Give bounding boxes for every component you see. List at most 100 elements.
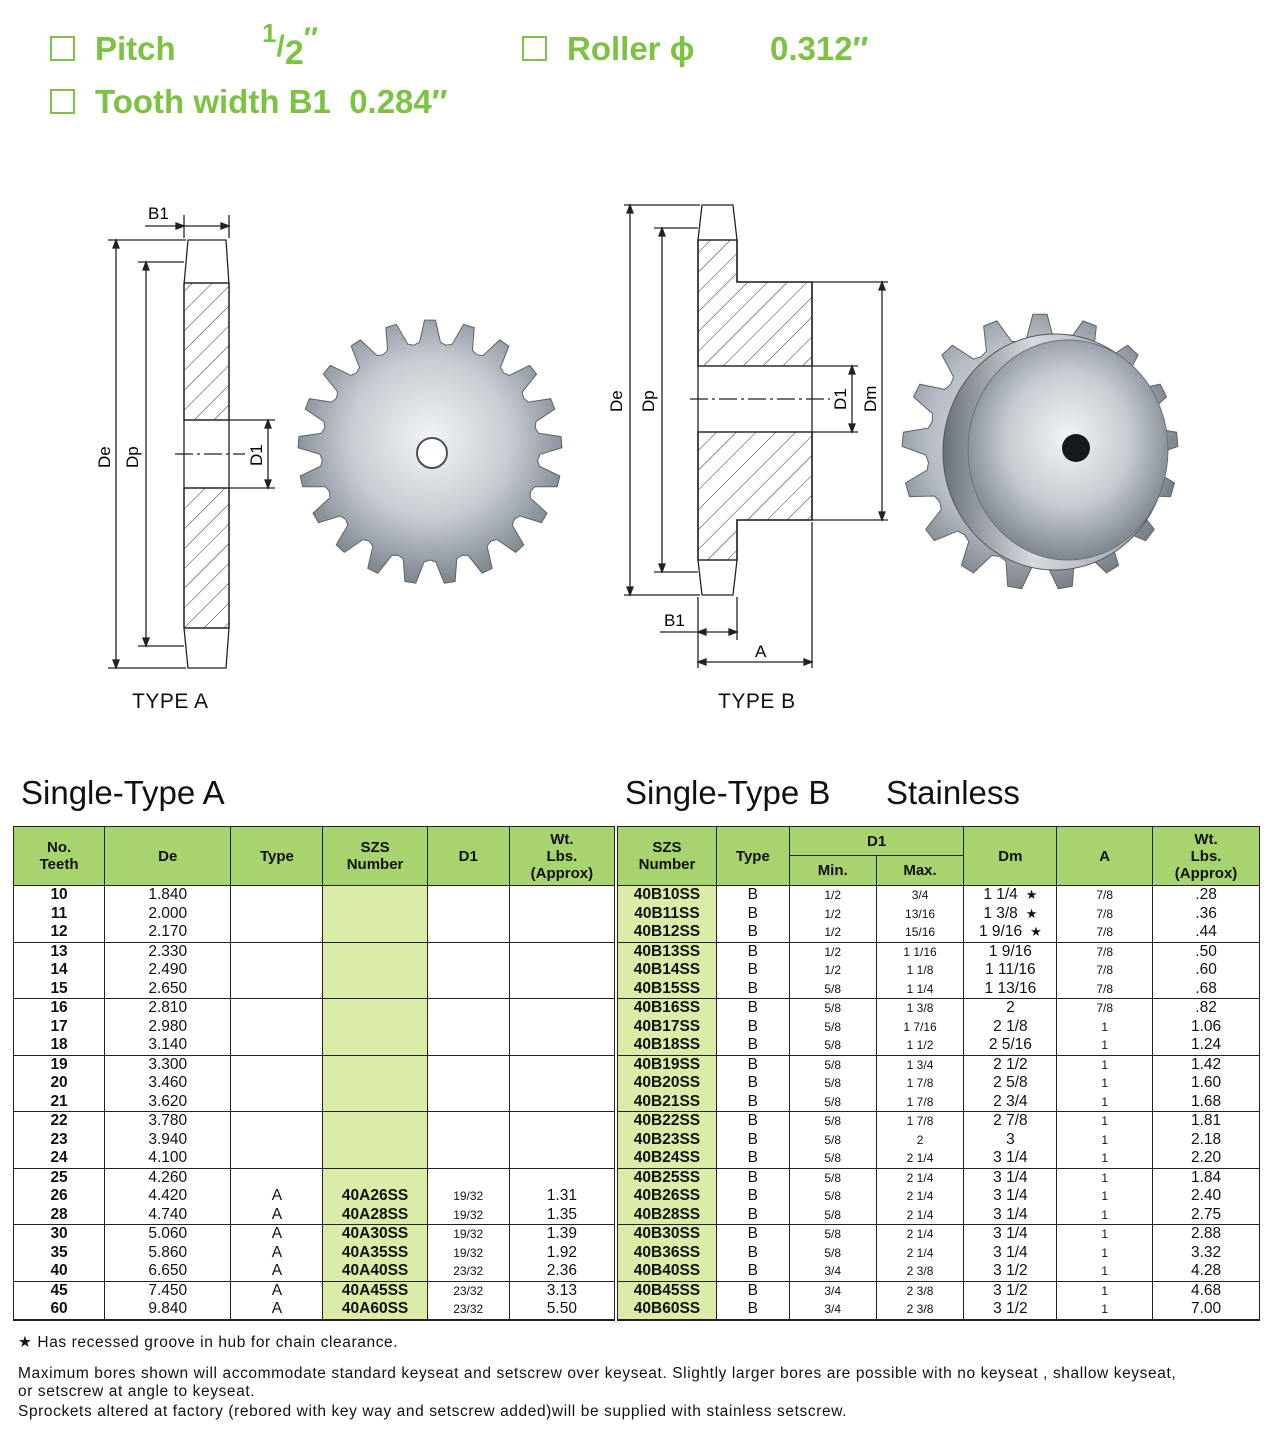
cell-type: A [230, 1224, 324, 1244]
cell-weight [508, 998, 616, 1018]
cell-a: 1 [1056, 1280, 1154, 1300]
cell-d1-min: 5/8 [788, 979, 877, 999]
cell-teeth: 18 [12, 1036, 106, 1055]
tooth-width-label: Tooth width B1 [95, 83, 331, 120]
cell-szs-number: 40B12SS [617, 923, 717, 942]
cell-dm: 3 1/4 [963, 1243, 1058, 1262]
footnote-star: ★ Has recessed groove in hub for chain c… [18, 1334, 399, 1351]
cell-d1 [426, 1111, 510, 1131]
cell-d1-min: 5/8 [788, 1111, 877, 1131]
label-de-b: De [607, 390, 626, 412]
cell-dm: 2 3/4 [963, 1092, 1058, 1112]
cell-d1-min: 3/4 [788, 1280, 877, 1300]
cell-weight [508, 961, 616, 980]
label-d1-a: D1 [247, 444, 266, 466]
cell-d1 [426, 1017, 510, 1036]
cell-a: 1 [1056, 1262, 1154, 1281]
cell-dm: 2 1/8 [963, 1017, 1058, 1036]
cell-d1-max: 2 1/4 [875, 1167, 965, 1187]
cell-teeth: 10 [12, 885, 106, 905]
cell-szs-number [322, 1054, 428, 1074]
cell-d1: 19/32 [426, 1187, 510, 1206]
cell-type [230, 923, 324, 942]
cell-teeth: 26 [12, 1187, 106, 1206]
cell-teeth: 24 [12, 1149, 106, 1168]
cell-weight: 1.84 [1152, 1167, 1260, 1187]
header-weight: Wt.Lbs.(Approx) [508, 826, 616, 886]
cell-weight: .68 [1152, 979, 1260, 999]
cell-teeth: 45 [12, 1280, 106, 1300]
cell-szs-number [322, 979, 428, 999]
cell-dm: 2 7/8 [963, 1111, 1058, 1131]
cell-d1-max: 1 1/2 [875, 1036, 965, 1055]
cell-d1-min: 1/2 [788, 885, 877, 905]
checkbox-icon [522, 36, 547, 62]
cell-weight: 1.42 [1152, 1054, 1260, 1074]
cell-type: B [715, 998, 790, 1018]
cell-d1-max: 1 7/8 [875, 1092, 965, 1112]
cell-weight: 2.88 [1152, 1224, 1260, 1244]
cell-d1-min: 5/8 [788, 1074, 877, 1093]
cell-dm-value: 3 1/4 [993, 1205, 1028, 1223]
cell-teeth: 11 [12, 904, 106, 923]
cell-szs-number: 40A40SS [322, 1262, 428, 1281]
cell-weight: 2.18 [1152, 1130, 1260, 1149]
cell-type: B [715, 1187, 790, 1206]
cell-szs-number: 40B23SS [617, 1130, 717, 1149]
cell-d1: 19/32 [426, 1205, 510, 1225]
cell-d1-max: 2 1/4 [875, 1205, 965, 1225]
cell-a: 7/8 [1056, 941, 1154, 961]
cell-d1-min: 5/8 [788, 1092, 877, 1112]
cell-d1-max: 1 7/16 [875, 1017, 965, 1036]
cell-d1-max: 2 3/8 [875, 1300, 965, 1321]
cell-weight [508, 1017, 616, 1036]
cell-teeth: 28 [12, 1205, 106, 1225]
cell-weight: 1.39 [508, 1224, 616, 1244]
star-icon: ★ [1030, 924, 1042, 939]
label-dm-b: Dm [861, 386, 880, 412]
cell-type: B [715, 941, 790, 961]
cell-szs-number: 40B22SS [617, 1111, 717, 1131]
cell-weight [508, 1111, 616, 1131]
cell-teeth: 19 [12, 1054, 106, 1074]
cell-d1-max: 13/16 [875, 904, 965, 923]
cell-dm-value: 3 1/4 [993, 1243, 1028, 1261]
cell-weight: .60 [1152, 961, 1260, 980]
cell-type [230, 979, 324, 999]
cell-weight [508, 885, 616, 905]
type-a-caption: TYPE A [132, 690, 209, 713]
cell-d1-max: 2 1/4 [875, 1243, 965, 1262]
cell-a: 7/8 [1056, 979, 1154, 999]
cell-d1 [426, 998, 510, 1018]
cell-weight [508, 979, 616, 999]
cell-de: 1.840 [104, 885, 232, 905]
cell-d1-max: 1 1/8 [875, 961, 965, 980]
cell-teeth: 20 [12, 1074, 106, 1093]
cell-d1-min: 1/2 [788, 923, 877, 942]
cell-weight [508, 1092, 616, 1112]
cell-d1: 23/32 [426, 1300, 510, 1321]
cell-de: 2.650 [104, 979, 232, 999]
cell-type [230, 941, 324, 961]
cell-teeth: 13 [12, 941, 106, 961]
cell-weight [508, 1130, 616, 1149]
cell-teeth: 17 [12, 1017, 106, 1036]
cell-weight: 3.13 [508, 1280, 616, 1300]
cell-szs-number: 40A30SS [322, 1224, 428, 1244]
cell-de: 4.100 [104, 1149, 232, 1168]
cell-type [230, 1074, 324, 1093]
